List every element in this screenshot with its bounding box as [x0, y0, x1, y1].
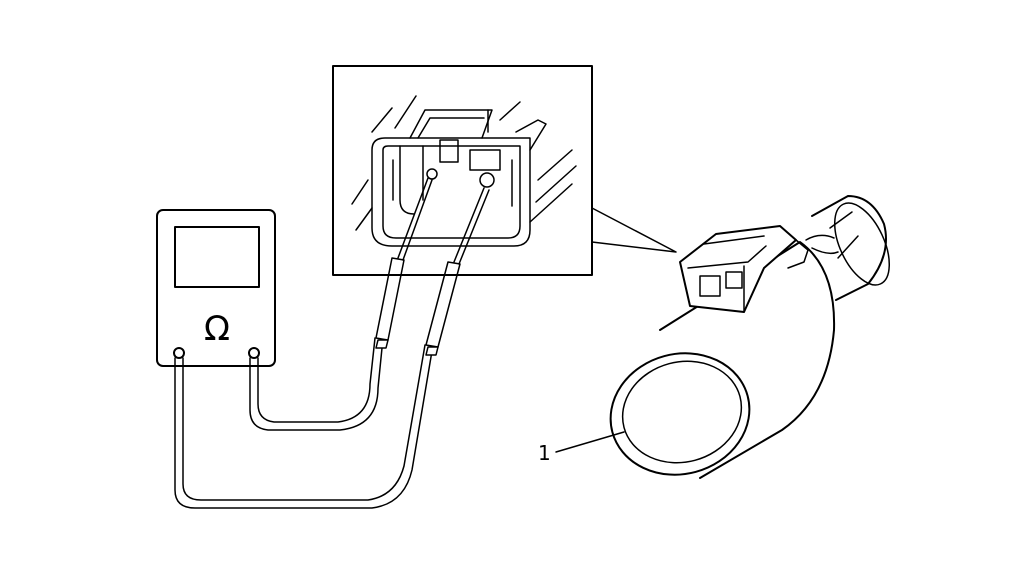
lead-right-inner: [257, 337, 376, 423]
rear-cylinder: [811, 195, 887, 301]
meter-display: [174, 226, 260, 288]
ohm-symbol: Ω: [204, 309, 230, 349]
test-leads: [174, 337, 434, 509]
inset-frame: [332, 65, 593, 276]
connector-enlarged: [351, 95, 577, 247]
lead-left-outer: [174, 344, 434, 509]
meter-terminal-right: [248, 347, 260, 359]
component-body: [609, 195, 891, 479]
connector-on-body: [679, 225, 809, 313]
part-callout: 1: [538, 431, 625, 465]
ohmmeter: Ω: [156, 209, 276, 367]
lead-left-inner: [182, 344, 426, 501]
callout-leader: [555, 431, 625, 453]
meter-terminal-left: [173, 347, 185, 359]
probe-right: [425, 172, 495, 356]
cylinder-front-face: [609, 352, 751, 476]
inset-pointer: [591, 207, 677, 253]
lead-right-outer: [249, 337, 384, 431]
callout-number: 1: [538, 441, 551, 465]
connector-detail-inset: [332, 65, 677, 276]
probe-left: [375, 168, 438, 349]
